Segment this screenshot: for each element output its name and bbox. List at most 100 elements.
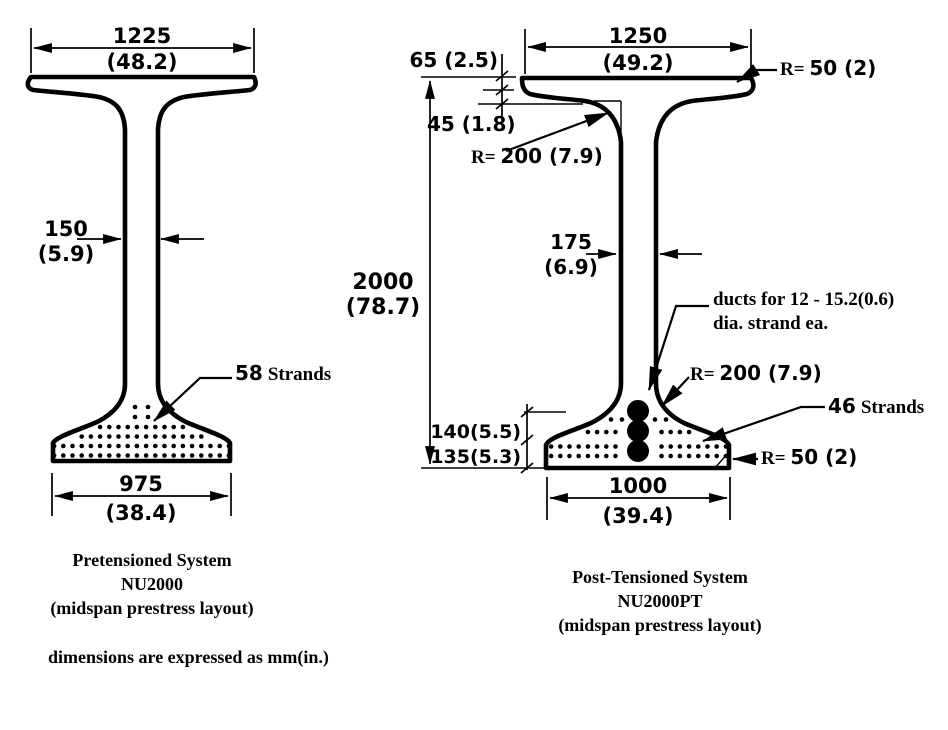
- nu2000pt-duct-note-line2: dia. strand ea.: [713, 313, 828, 334]
- strand-dot: [97, 453, 103, 458]
- nu2000pt-bottom-width-in: (39.4): [602, 504, 673, 528]
- strand-dot: [107, 453, 112, 458]
- strand-dot: [567, 444, 572, 449]
- nu2000pt-radius-bottom-fillet-label: R= 200 (7.9): [690, 361, 822, 385]
- strand-dot: [189, 443, 195, 449]
- radius-prefix: R=: [471, 147, 500, 168]
- strand-dot: [153, 434, 158, 439]
- nu2000pt-height-mm: 2000: [352, 270, 413, 295]
- radius-prefix: R=: [761, 448, 790, 469]
- nu2000pt-radius-top-fillet-leader: [505, 111, 609, 153]
- strand-dot: [652, 417, 658, 422]
- nu2000pt-dim-140: 140(5.5): [430, 421, 521, 443]
- strand-dot: [659, 429, 664, 435]
- strand-dot: [116, 434, 121, 439]
- strand-dot: [97, 424, 103, 430]
- strand-dot: [143, 424, 149, 430]
- radius-value: 50 (2): [809, 56, 876, 80]
- strand-dot: [107, 434, 112, 439]
- nu2000pt-radius-top-corner-leader: [736, 64, 777, 83]
- nu2000-strand-count: 58: [235, 361, 263, 385]
- strand-dot: [180, 443, 186, 449]
- nu2000-top-width-mm: 1225: [113, 24, 171, 48]
- strand-dot: [61, 443, 66, 449]
- nu2000-strand-pattern: [51, 404, 232, 458]
- strand-dot: [88, 434, 94, 439]
- strand-dot: [677, 429, 683, 435]
- nu2000pt-web-width-mm: 175: [550, 230, 592, 254]
- nu2000-top-width-dimension: [30, 28, 255, 73]
- strand-dot: [594, 453, 600, 459]
- strand-dot: [619, 417, 625, 422]
- nu2000pt-beam-outline: [519, 75, 756, 471]
- nu2000-web-width-mm: 150: [44, 217, 88, 241]
- strand-dot: [134, 434, 140, 439]
- strand-dot: [153, 424, 158, 430]
- strand-dot: [613, 429, 618, 435]
- nu2000pt-strands-leader: [702, 405, 825, 443]
- strand-dot: [88, 453, 94, 458]
- strand-dot: [143, 443, 149, 449]
- strand-dot: [585, 453, 591, 459]
- radius-value: 200 (7.9): [500, 144, 602, 168]
- strand-dot: [723, 444, 729, 449]
- strand-dot: [613, 444, 618, 449]
- strand-dot: [97, 443, 103, 449]
- strand-dot: [132, 414, 138, 420]
- nu2000pt-caption-line2: NU2000PT: [618, 591, 703, 611]
- nu2000pt-flange-edge-depth: 65 (2.5): [409, 48, 498, 72]
- strand-dot: [162, 424, 167, 430]
- strand-dot: [677, 453, 683, 459]
- strand-dot: [567, 453, 572, 459]
- nu2000pt-radius-bottom-corner-leader: [713, 451, 758, 470]
- strand-dot: [677, 444, 683, 449]
- nu2000-caption-line3: (midspan prestress layout): [50, 598, 253, 619]
- strand-dot: [668, 429, 673, 435]
- post-tensioning-duct: [627, 400, 649, 422]
- strand-dot: [116, 453, 121, 458]
- nu2000-top-width-in: (48.2): [106, 50, 177, 74]
- strand-dot: [180, 453, 186, 458]
- strand-dot: [659, 444, 664, 449]
- strand-dot: [663, 417, 669, 422]
- strand-dot: [604, 444, 609, 449]
- strand-dot: [696, 453, 701, 459]
- nu2000pt-duct-note-line1: ducts for 12 - 15.2(0.6): [713, 289, 894, 310]
- strand-dot: [548, 444, 554, 449]
- strand-dot: [548, 453, 554, 459]
- nu2000pt-bottom-width-dimension: [546, 477, 731, 520]
- nu2000pt-duct-circles: [627, 400, 649, 462]
- strand-dot: [171, 424, 176, 430]
- nu2000pt-strand-count: 46: [828, 394, 856, 418]
- nu2000pt-strand-pattern: [548, 417, 729, 459]
- strand-dot: [162, 434, 167, 439]
- strand-dot: [199, 434, 204, 439]
- nu2000pt-radius-bottom-corner-label: R= 50 (2): [761, 445, 857, 469]
- strand-dot: [79, 443, 84, 449]
- strand-dot: [604, 429, 609, 435]
- nu2000pt-fillet-corner-mark: [594, 100, 622, 135]
- nu2000pt-strand-word: Strands: [861, 397, 924, 418]
- radius-value: 50 (2): [790, 445, 857, 469]
- nu2000pt-flange-slope-depth: 45 (1.8): [427, 112, 516, 136]
- nu2000pt-radius-bottom-fillet-leader: [661, 376, 690, 407]
- nu2000-bottom-width-mm: 975: [119, 472, 163, 496]
- nu2000pt-height-in: (78.7): [346, 295, 420, 320]
- strand-dot: [668, 453, 673, 459]
- strand-dot: [79, 434, 84, 439]
- strand-dot: [125, 443, 130, 449]
- strand-dot: [145, 414, 151, 420]
- strand-dot: [659, 453, 664, 459]
- strand-dot: [125, 453, 130, 458]
- strand-dot: [686, 429, 692, 435]
- nu2000-web-width-in: (5.9): [38, 242, 94, 266]
- strand-dot: [608, 417, 614, 422]
- strand-dot: [107, 424, 112, 430]
- strand-dot: [199, 443, 204, 449]
- strand-dot: [171, 443, 176, 449]
- strand-dot: [162, 443, 167, 449]
- strand-dot: [134, 424, 140, 430]
- nu2000pt-top-width-mm: 1250: [609, 24, 667, 48]
